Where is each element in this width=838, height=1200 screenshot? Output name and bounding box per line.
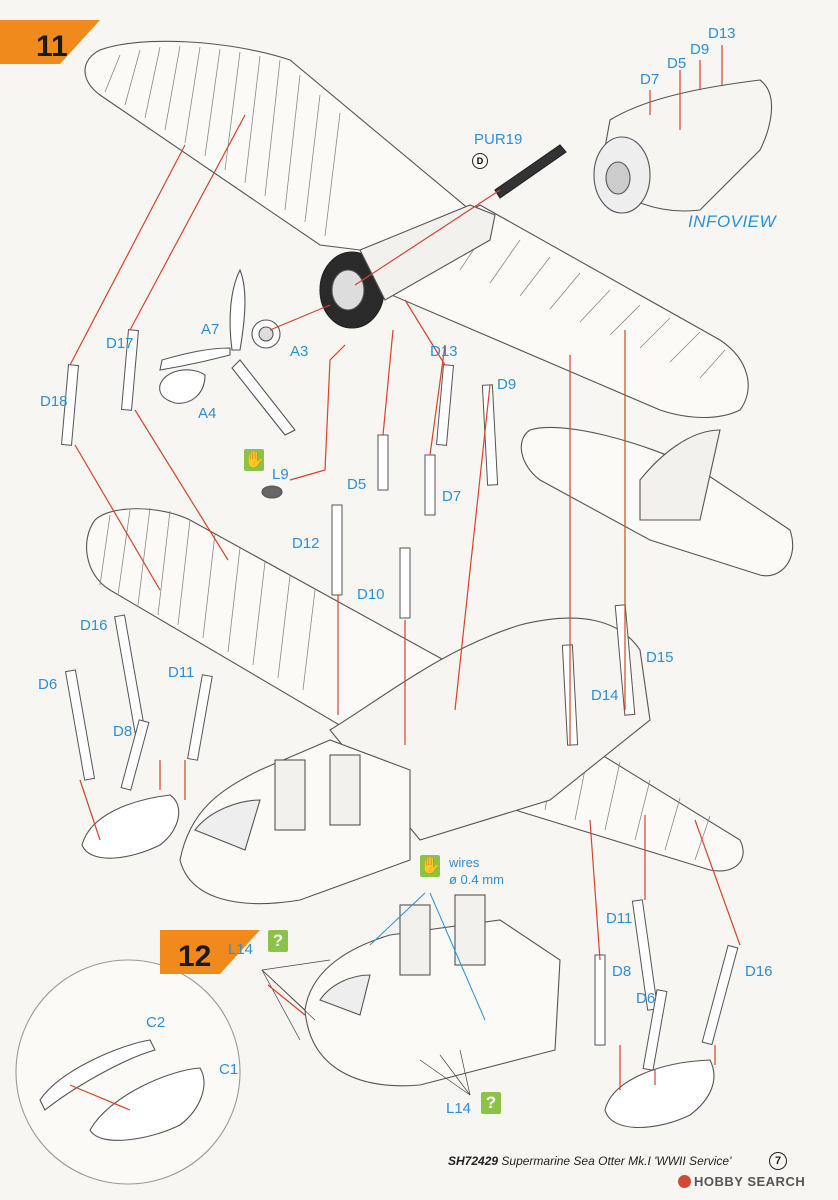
part-label-pur19: PUR19 [474,131,523,148]
drill-icon: D [472,153,488,169]
part-label-d16-right: D16 [745,963,773,980]
step-12-number: 12 [178,940,212,973]
part-label-d11-right: D11 [606,910,633,927]
watermark-text: HOBBY SEARCH [694,1174,806,1189]
step-12-badge: 12 [160,930,260,974]
question-icon-bottom: ? [481,1092,501,1114]
hands-icon: ✋ [244,449,266,471]
part-label-d9: D9 [497,376,517,393]
part-label-d18: D18 [40,393,68,410]
infoview-label-d7: D7 [640,71,660,88]
part-label-d6-right: D6 [636,990,656,1007]
infoview-label-d9: D9 [690,41,710,58]
part-label-d8-right: D8 [612,963,632,980]
part-label-l14-top: L14 [228,941,254,958]
part-label-d17: D17 [106,335,134,352]
part-label-d16-left: D16 [80,617,108,634]
wires-note: wires [449,855,480,870]
part-label-d13: D13 [430,343,458,360]
footer-caption: SH72429 Supermarine Sea Otter Mk.I 'WWII… [448,1154,731,1168]
part-label-a7: A7 [201,321,220,338]
question-icon-top: ? [268,930,288,952]
page-number: 7 [769,1152,787,1170]
footer-code: SH72429 [448,1154,499,1168]
step-badge-shape [0,20,100,64]
part-label-l9: L9 [272,466,289,483]
part-label-d5: D5 [347,476,367,493]
part-label-c2: C2 [146,1014,166,1031]
part-label-d12: D12 [292,535,320,552]
step-11-badge: 11 [0,20,100,64]
part-label-d7: D7 [442,488,462,505]
part-label-c1: C1 [219,1061,239,1078]
part-label-l14-bottom: L14 [446,1100,472,1117]
part-label-d6-left: D6 [38,676,58,693]
step-badge-shape [160,930,260,974]
infoview-title: INFOVIEW [688,212,777,231]
footer-title: Supermarine Sea Otter Mk.I 'WWII Service… [501,1154,732,1168]
part-label-a4: A4 [198,405,217,422]
infoview-label-d13: D13 [708,25,736,42]
part-label-d8-left: D8 [113,723,133,740]
wire-size-note: ø 0.4 mm [449,872,504,887]
step-11-number: 11 [36,30,68,63]
hobby-search-logo-icon [678,1175,691,1188]
watermark: HOBBY SEARCH [678,1174,805,1189]
part-label-a3: A3 [290,343,309,360]
part-label-d11-left: D11 [168,664,195,681]
part-label-d10: D10 [357,586,385,603]
part-label-d15: D15 [646,649,674,666]
infoview-label-d5: D5 [667,55,687,72]
part-label-d14: D14 [591,687,619,704]
wires-hand-icon: ✋ [420,855,442,877]
